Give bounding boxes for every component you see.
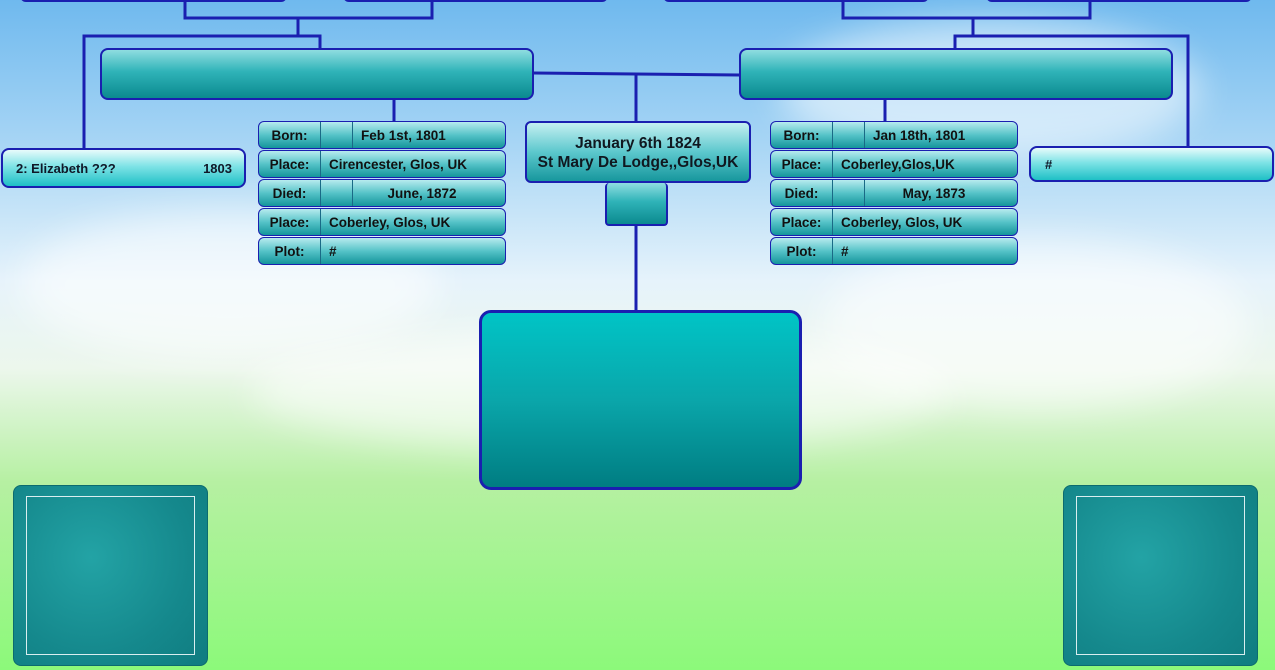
place-value: Coberley, Glos, UK — [329, 214, 451, 230]
place-label: Place: — [259, 209, 321, 235]
right-place1-row: Place: Coberley,Glos,UK — [770, 150, 1018, 178]
place-label: Place: — [259, 151, 321, 177]
died-value: June, 1872 — [387, 185, 457, 201]
spouse-year: 1803 — [203, 160, 232, 176]
place-label: Place: — [771, 209, 833, 235]
left-born-row: Born: Feb 1st, 1801 — [258, 121, 506, 149]
grandparent-box[interactable] — [986, 0, 1252, 2]
photo-frame-border — [26, 496, 195, 655]
born-value: Feb 1st, 1801 — [361, 127, 446, 143]
left-place1-row: Place: Cirencester, Glos, UK — [258, 150, 506, 178]
right-born-row: Born: Jan 18th, 1801 — [770, 121, 1018, 149]
row-divider — [833, 122, 865, 148]
spouse-name: 2: Elizabeth ??? — [16, 160, 116, 176]
marriage-connector-box[interactable] — [605, 183, 668, 226]
grandparent-box[interactable] — [343, 0, 608, 2]
grandparent-box[interactable] — [663, 0, 929, 2]
marriage-box: January 6th 1824 St Mary De Lodge,,Glos,… — [525, 121, 751, 183]
plot-value[interactable]: # — [841, 243, 849, 259]
left-other-spouse[interactable]: 2: Elizabeth ??? 1803 — [1, 148, 246, 188]
right-person-name-box[interactable] — [739, 48, 1173, 100]
left-died-row: Died: June, 1872 — [258, 179, 506, 207]
right-died-row: Died: May, 1873 — [770, 179, 1018, 207]
place-value: Coberley,Glos,UK — [841, 156, 955, 172]
left-place2-row: Place: Coberley, Glos, UK — [258, 208, 506, 236]
plot-value[interactable]: # — [329, 243, 337, 259]
children-box[interactable] — [479, 310, 802, 490]
born-label: Born: — [771, 122, 833, 148]
row-divider — [833, 180, 865, 206]
right-other-spouse[interactable]: # — [1029, 146, 1274, 182]
row-divider — [321, 122, 353, 148]
place-value: Cirencester, Glos, UK — [329, 156, 468, 172]
marriage-place: St Mary De Lodge,,Glos,UK — [537, 154, 739, 171]
died-label: Died: — [259, 180, 321, 206]
left-person-name-box[interactable] — [100, 48, 534, 100]
row-divider — [321, 180, 353, 206]
born-label: Born: — [259, 122, 321, 148]
place-value: Coberley, Glos, UK — [841, 214, 963, 230]
right-place2-row: Place: Coberley, Glos, UK — [770, 208, 1018, 236]
photo-frame-border — [1076, 496, 1245, 655]
marriage-date: January 6th 1824 — [575, 135, 701, 152]
spouse-name: # — [1045, 156, 1053, 172]
plot-label: Plot: — [259, 238, 321, 264]
died-value: May, 1873 — [902, 185, 966, 201]
right-photo-frame[interactable] — [1063, 485, 1258, 666]
grandparent-box[interactable] — [20, 0, 287, 2]
died-label: Died: — [771, 180, 833, 206]
left-plot-row: Plot: # — [258, 237, 506, 265]
left-photo-frame[interactable] — [13, 485, 208, 666]
plot-label: Plot: — [771, 238, 833, 264]
right-plot-row: Plot: # — [770, 237, 1018, 265]
place-label: Place: — [771, 151, 833, 177]
born-value: Jan 18th, 1801 — [873, 127, 966, 143]
